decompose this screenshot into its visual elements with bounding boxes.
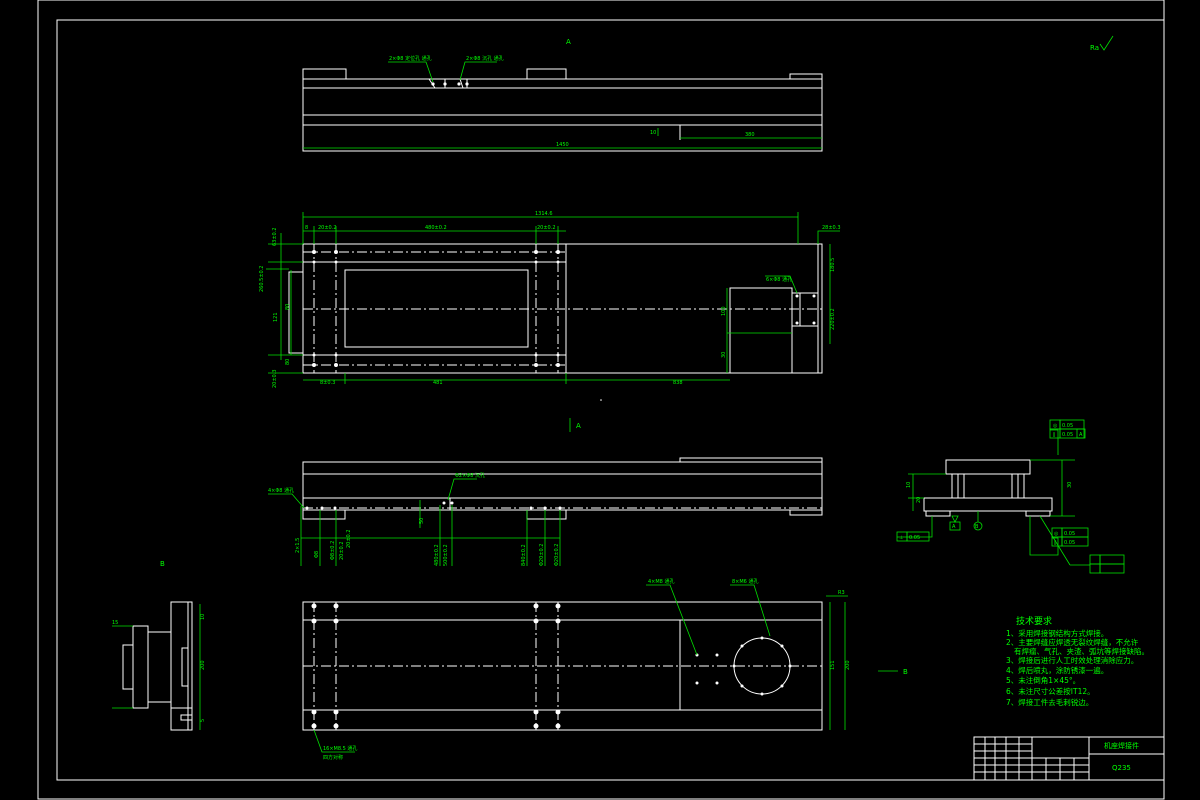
svg-text:480±0.2: 480±0.2	[434, 544, 440, 566]
svg-text:6、未注尺寸公差按IT12。: 6、未注尺寸公差按IT12。	[1006, 686, 1095, 696]
svg-text:260.5±0.2: 260.5±0.2	[259, 266, 265, 292]
plan-view: 1314.6 8 20±0.2 480±0.2 20±0.2 28±0.3 63…	[259, 211, 841, 401]
detail-view: 10 20 30 ◎ 0.05 ∥ 0.05 A ⊥ 0.05 A B ◎ 0.…	[896, 419, 1125, 574]
svg-text:200: 200	[845, 660, 851, 670]
svg-text:0.05: 0.05	[1064, 540, 1075, 546]
svg-text:28±0.3: 28±0.3	[822, 225, 841, 231]
svg-text:100: 100	[721, 306, 727, 316]
svg-text:Φ2×Φ8 沉孔: Φ2×Φ8 沉孔	[455, 472, 485, 479]
svg-text:50: 50	[419, 518, 425, 524]
bottom-view: 4×M8 通孔 8×M6 通孔 16×M8.5 通孔 四方对称 R3 151 2…	[302, 578, 908, 761]
svg-text:技术要求: 技术要求	[1016, 615, 1052, 627]
svg-text:30: 30	[721, 352, 727, 358]
roughness-symbol: Ra	[1090, 35, 1114, 52]
svg-text:B: B	[975, 524, 979, 530]
svg-text:838: 838	[673, 380, 683, 386]
svg-text:0.05: 0.05	[1064, 531, 1075, 537]
material-label: Q235	[1112, 764, 1131, 772]
svg-text:∥: ∥	[1054, 540, 1057, 546]
svg-text:∥: ∥	[1053, 432, 1056, 438]
svg-text:200: 200	[200, 660, 206, 670]
svg-text:151: 151	[830, 660, 836, 670]
svg-text:4×M8 通孔: 4×M8 通孔	[648, 578, 674, 585]
svg-text:5、未注倒角1×45°。: 5、未注倒角1×45°。	[1006, 675, 1080, 685]
svg-text:◎: ◎	[1053, 423, 1058, 429]
svg-text:Φ20±0.2: Φ20±0.2	[539, 544, 545, 566]
svg-text:4、焊后喷丸，涂防锈漆一遍。: 4、焊后喷丸，涂防锈漆一遍。	[1006, 665, 1108, 675]
svg-text:A: A	[1079, 432, 1083, 438]
svg-text:2×Φ8 定位孔 通孔: 2×Φ8 定位孔 通孔	[389, 55, 432, 62]
svg-text:15: 15	[112, 620, 118, 626]
svg-text:6×Φ8 通孔: 6×Φ8 通孔	[766, 276, 792, 283]
svg-text:80: 80	[285, 304, 291, 310]
svg-text:480±0.2: 480±0.2	[425, 225, 447, 231]
svg-text:121: 121	[273, 312, 279, 322]
svg-text:10: 10	[200, 614, 206, 620]
svg-text:Φ8: Φ8	[314, 551, 320, 558]
svg-text:1450: 1450	[556, 142, 569, 148]
side-view: B 10 200 5 15	[112, 560, 206, 731]
svg-text:◎: ◎	[1054, 531, 1059, 537]
svg-text:16×M8.5 通孔: 16×M8.5 通孔	[323, 745, 357, 752]
inner-border	[56, 19, 1165, 781]
svg-text:180.5: 180.5	[830, 258, 836, 272]
svg-text:2×1.5: 2×1.5	[295, 538, 301, 553]
svg-text:30: 30	[1067, 482, 1073, 488]
svg-text:0.05: 0.05	[1062, 432, 1073, 438]
svg-text:A: A	[952, 524, 956, 530]
svg-text:⊥: ⊥	[899, 535, 903, 541]
svg-text:2、主要焊缝应焊透无裂纹焊缝，不允许: 2、主要焊缝应焊透无裂纹焊缝，不允许	[1006, 637, 1139, 647]
svg-text:8×M6 通孔: 8×M6 通孔	[732, 578, 758, 585]
svg-text:1、采用焊接钢结构方式焊接。: 1、采用焊接钢结构方式焊接。	[1006, 628, 1108, 638]
svg-text:0.05: 0.05	[1062, 423, 1073, 429]
svg-text:8±0.3: 8±0.3	[320, 380, 335, 386]
svg-text:有焊瘤、气孔、夹渣、弧坑等焊接缺陷。: 有焊瘤、气孔、夹渣、弧坑等焊接缺陷。	[1014, 646, 1149, 656]
svg-text:20±0.2: 20±0.2	[339, 541, 345, 560]
svg-text:10: 10	[650, 130, 656, 136]
svg-text:20±0.2: 20±0.2	[318, 225, 337, 231]
svg-text:1314.6: 1314.6	[535, 211, 553, 217]
svg-text:20±0.2: 20±0.2	[537, 225, 556, 231]
drawing-title: 机座焊接件	[1104, 741, 1139, 750]
svg-text:10: 10	[906, 482, 912, 488]
svg-text:481: 481	[433, 380, 443, 386]
svg-text:0.05: 0.05	[909, 535, 920, 541]
front-view: 2×1.5 Φ8 Φ8±0.2 20±0.2 480±0.2 500±0.2 8…	[268, 457, 823, 566]
svg-text:63±0.2: 63±0.2	[272, 227, 278, 246]
svg-text:7、焊接工件去毛刺锐边。: 7、焊接工件去毛刺锐边。	[1006, 697, 1093, 707]
svg-text:四方对称: 四方对称	[323, 754, 343, 761]
svg-text:B: B	[903, 668, 908, 676]
svg-text:500±0.2: 500±0.2	[443, 544, 449, 566]
svg-text:380: 380	[745, 132, 755, 138]
top-view: 2×Φ8 定位孔 通孔 2×Φ8 沉孔 通孔 1450 10 380	[302, 55, 823, 152]
svg-text:A: A	[576, 422, 581, 430]
svg-text:220±0.2: 220±0.2	[830, 308, 836, 330]
svg-text:20±0.3: 20±0.3	[272, 369, 278, 388]
svg-text:Φ8±0.2: Φ8±0.2	[330, 541, 336, 560]
svg-text:5: 5	[200, 719, 206, 722]
svg-text:80: 80	[285, 359, 291, 365]
title-block: 机座焊接件 Q235	[973, 736, 1165, 781]
technical-requirements: 技术要求 1、采用焊接钢结构方式焊接。 2、主要焊缝应焊透无裂纹焊缝，不允许 有…	[1006, 615, 1149, 707]
section-marker-b: A	[569, 418, 581, 432]
svg-text:3、焊接后进行人工时效处理消除应力。: 3、焊接后进行人工时效处理消除应力。	[1006, 655, 1138, 665]
svg-text:Ra: Ra	[1090, 44, 1099, 52]
svg-text:Φ20±0.2: Φ20±0.2	[554, 544, 560, 566]
svg-text:2×Φ8 沉孔 通孔: 2×Φ8 沉孔 通孔	[466, 55, 504, 62]
svg-text:4×Φ8 通孔: 4×Φ8 通孔	[268, 487, 294, 494]
svg-text:B: B	[160, 560, 165, 568]
svg-text:8: 8	[305, 225, 308, 231]
svg-text:20: 20	[916, 497, 922, 503]
svg-text:R3: R3	[838, 590, 845, 596]
svg-text:840±0.2: 840±0.2	[521, 544, 527, 566]
svg-text:20±0.2: 20±0.2	[346, 529, 352, 548]
section-label-a: A	[566, 38, 571, 46]
